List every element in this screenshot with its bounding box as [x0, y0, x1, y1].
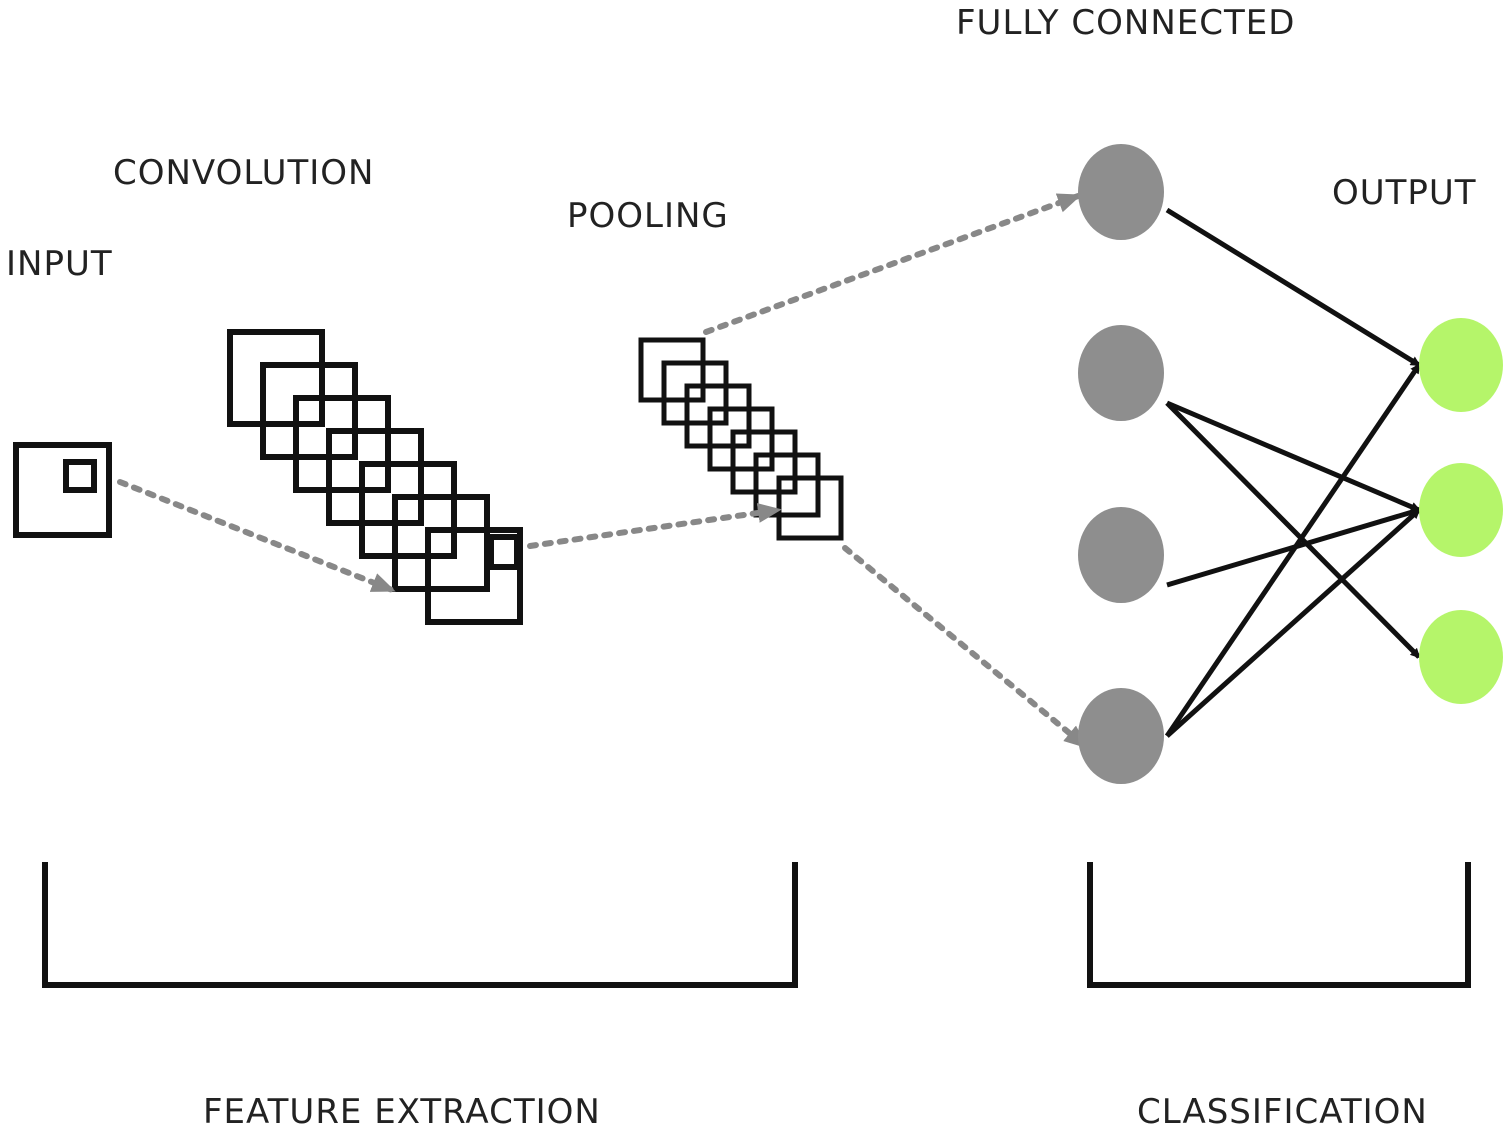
arrow-pool-to-fc-bottom: [842, 545, 1089, 749]
pool-feature-map: [661, 360, 729, 426]
label-input: INPUT: [6, 244, 113, 284]
fc-connection-arrow: [1165, 207, 1421, 368]
conv-feature-map: [392, 494, 490, 592]
pool-feature-map: [707, 406, 775, 472]
label-pooling: POOLING: [567, 196, 729, 236]
bracket-classification: [1087, 862, 1471, 988]
fully-connected-node: [1078, 688, 1164, 784]
pool-feature-map: [684, 383, 752, 449]
fully-connected-node: [1078, 144, 1164, 240]
label-fully-connected: FULLY CONNECTED: [956, 3, 1296, 43]
conv-kernel-window: [488, 534, 520, 570]
fully-connected-network: [1078, 144, 1503, 784]
pool-feature-map: [753, 452, 821, 518]
output-node: [1419, 463, 1503, 557]
pooling-feature-maps: [638, 337, 844, 541]
fc-connection-arrow: [1166, 400, 1421, 513]
label-feature-extraction: FEATURE EXTRACTION: [203, 1092, 601, 1132]
pool-feature-map: [638, 337, 706, 403]
pool-feature-map: [730, 429, 798, 495]
conv-feature-map: [293, 395, 391, 493]
bracket-feature-extraction: [42, 862, 798, 988]
conv-feature-map: [260, 362, 358, 460]
arrow-conv-to-pool: [527, 502, 782, 549]
convolution-feature-maps: [227, 329, 523, 625]
pool-feature-map: [776, 475, 844, 541]
label-output: OUTPUT: [1332, 173, 1477, 213]
arrow-input-to-conv: [117, 479, 396, 593]
fully-connected-node: [1078, 325, 1164, 421]
output-node: [1419, 318, 1503, 412]
conv-feature-map: [425, 527, 523, 625]
conv-feature-map: [359, 461, 457, 559]
fc-connection-arrow: [1165, 508, 1421, 738]
fully-connected-node: [1078, 507, 1164, 603]
fc-connection-arrow: [1164, 363, 1422, 738]
label-classification: CLASSIFICATION: [1137, 1092, 1428, 1132]
fc-connection-arrow: [1165, 401, 1421, 659]
label-convolution: CONVOLUTION: [113, 153, 375, 193]
conv-feature-map: [227, 329, 325, 427]
output-node: [1419, 610, 1503, 704]
arrow-pool-to-fc-top: [703, 193, 1082, 335]
input-image-icon: [13, 442, 112, 538]
conv-feature-map: [326, 428, 424, 526]
